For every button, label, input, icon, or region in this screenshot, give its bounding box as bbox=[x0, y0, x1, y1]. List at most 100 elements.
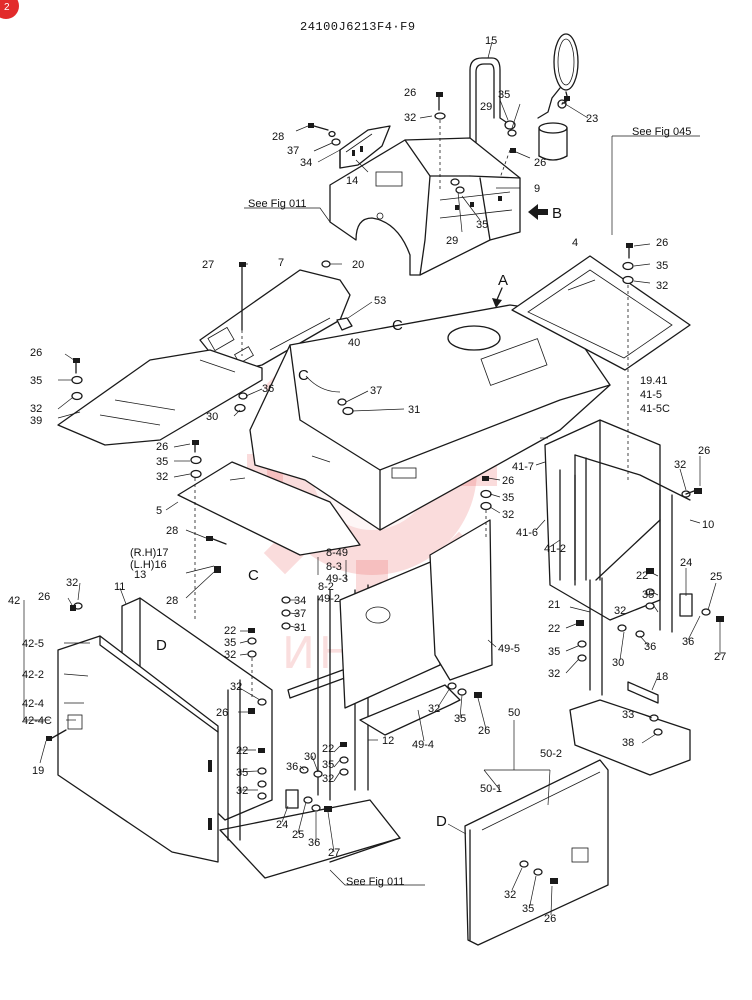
callout: 12 bbox=[382, 735, 394, 747]
callout: 28 bbox=[272, 131, 284, 143]
callout: 39 bbox=[30, 415, 42, 427]
callout: 35 bbox=[156, 456, 168, 468]
callout: 35 bbox=[498, 89, 510, 101]
leader-lines bbox=[23, 41, 721, 916]
callout: 35 bbox=[476, 219, 488, 231]
callout: 32 bbox=[322, 773, 334, 785]
callout: 9 bbox=[534, 183, 540, 195]
door-42 bbox=[57, 635, 219, 863]
svg-text:2: 2 bbox=[4, 2, 10, 13]
callout: 22 bbox=[636, 570, 648, 582]
callout: 26 bbox=[544, 913, 556, 925]
callout: 11 bbox=[114, 581, 125, 593]
callout: 41-7 bbox=[512, 461, 534, 473]
callout: 37 bbox=[370, 385, 382, 397]
view-marker-d-right: D bbox=[436, 813, 447, 830]
view-marker-c-hood: C bbox=[392, 317, 403, 334]
view-marker-c-left: C bbox=[298, 367, 309, 384]
callout: 32 bbox=[404, 112, 416, 124]
callout: 36 bbox=[644, 641, 656, 653]
callout: 29 bbox=[480, 101, 492, 113]
callout: 35 bbox=[30, 375, 42, 387]
callout: 35 bbox=[522, 903, 534, 915]
callout: (L.H)16 bbox=[130, 559, 167, 571]
callout: 10 bbox=[702, 519, 714, 531]
callout: 36 bbox=[286, 761, 298, 773]
callout: 28 bbox=[166, 595, 178, 607]
callout: 42-4C bbox=[22, 715, 52, 727]
callout: 20 bbox=[352, 259, 364, 271]
bracket-14 bbox=[339, 125, 391, 169]
post-21 bbox=[589, 577, 603, 696]
callout: 26 bbox=[502, 475, 514, 487]
handle-18 bbox=[627, 681, 659, 704]
callout: 27 bbox=[714, 651, 726, 663]
callout: 32 bbox=[230, 681, 242, 693]
callout: 35 bbox=[236, 767, 248, 779]
main-hood-40 bbox=[249, 304, 611, 531]
panel-49-5 bbox=[429, 519, 493, 681]
callout: 41-6 bbox=[516, 527, 538, 539]
callout: 36 bbox=[262, 383, 274, 395]
see-fig-045: See Fig 045 bbox=[632, 126, 691, 138]
callout: 21 bbox=[548, 599, 560, 611]
callout: 32 bbox=[236, 785, 248, 797]
callout: 35 bbox=[322, 759, 334, 771]
callout: 26 bbox=[478, 725, 490, 737]
callout: 34 bbox=[294, 595, 306, 607]
callout: 25 bbox=[292, 829, 304, 841]
callout: 31 bbox=[294, 622, 306, 634]
fasteners bbox=[46, 92, 724, 884]
callout: 19 bbox=[32, 765, 44, 777]
floor-plate-39 bbox=[57, 349, 263, 446]
callout: 42-5 bbox=[22, 638, 44, 650]
view-marker-d-left: D bbox=[156, 637, 167, 654]
callout: 27 bbox=[328, 847, 340, 859]
callout: 4 bbox=[572, 237, 578, 249]
callout: 26 bbox=[404, 87, 416, 99]
callout: 40 bbox=[348, 337, 360, 349]
callout: 30 bbox=[612, 657, 624, 669]
callout: 5 bbox=[156, 505, 162, 517]
callout: 32 bbox=[30, 403, 42, 415]
callout: 26 bbox=[656, 237, 668, 249]
callout: 49-5 bbox=[498, 643, 520, 655]
view-marker-c-mid: C bbox=[248, 567, 259, 584]
base-frame bbox=[219, 799, 401, 879]
view-arrow-b bbox=[528, 204, 548, 220]
center-lines bbox=[194, 120, 629, 700]
callout: 32 bbox=[614, 605, 626, 617]
callout: 34 bbox=[300, 157, 312, 169]
see-fig-011-bottom: See Fig 011 bbox=[346, 876, 405, 888]
callout: 33 bbox=[622, 709, 634, 721]
callout: (R.H)17 bbox=[130, 547, 169, 559]
callout: 28 bbox=[166, 525, 178, 537]
callout: 8-2 bbox=[318, 581, 334, 593]
callout: 53 bbox=[374, 295, 386, 307]
callout: 32 bbox=[504, 889, 516, 901]
callout: 27 bbox=[202, 259, 214, 271]
callout: 8-3 bbox=[326, 561, 342, 573]
panel-49-4 bbox=[359, 684, 461, 736]
callout: 22 bbox=[224, 625, 236, 637]
callout: 22 bbox=[236, 745, 248, 757]
callout: 26 bbox=[156, 441, 168, 453]
view-arrow-a bbox=[492, 287, 503, 308]
callout: 35 bbox=[454, 713, 466, 725]
callout: 32 bbox=[224, 649, 236, 661]
callout: 30 bbox=[304, 751, 316, 763]
callout: 32 bbox=[66, 577, 78, 589]
callout: 22 bbox=[548, 623, 560, 635]
callout: 31 bbox=[408, 404, 420, 416]
callout: 24 bbox=[276, 819, 288, 831]
callout: 26 bbox=[216, 707, 228, 719]
page-badge: 2 bbox=[0, 0, 19, 19]
callout: 18 bbox=[656, 671, 668, 683]
callout: 24 bbox=[680, 557, 692, 569]
hood-9 bbox=[329, 137, 521, 276]
cylinder-part bbox=[538, 122, 568, 161]
panel-5 bbox=[177, 461, 361, 556]
callout: 38 bbox=[622, 737, 634, 749]
callout: 35 bbox=[656, 260, 668, 272]
